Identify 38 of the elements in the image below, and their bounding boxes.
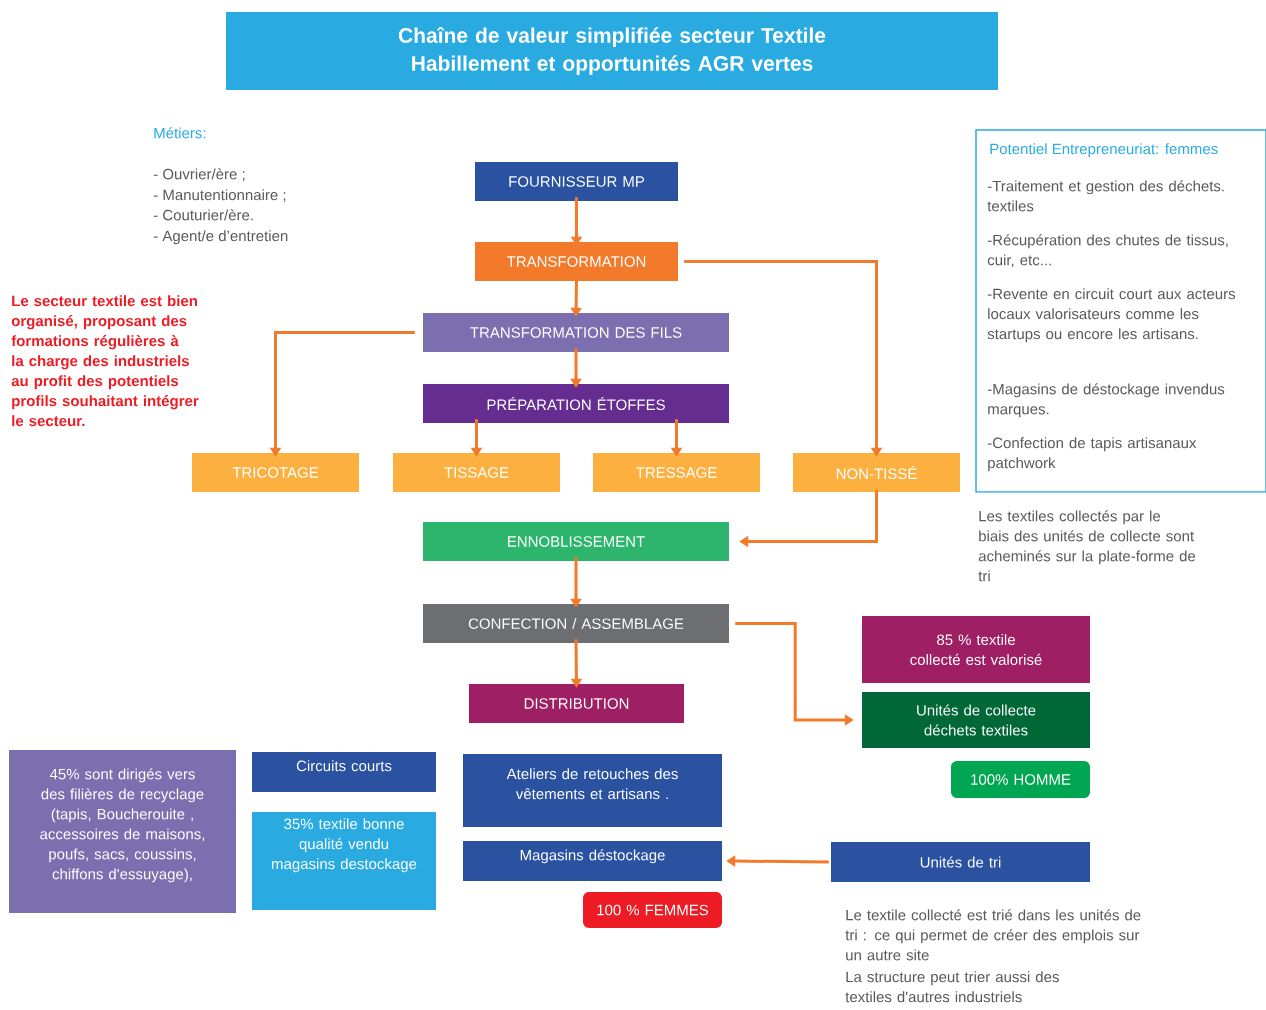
list-item: - Manutentionnaire ; (153, 189, 286, 202)
list-item: -Traitement et gestion des déchets. textiles (987, 180, 1224, 212)
process-box: PRÉPARATION ÉTOFFES (423, 384, 729, 423)
note-text: Les textiles collectés par le biais des unités de collecte sont acheminés sur la plate-forme de tri (978, 510, 1196, 582)
info-box: 45% sont dirigés vers des filières de recyclage (tapis, Boucherouite , accessoires de maisons, poufs, sacs, coussins, chiffons d'essuyage), (9, 750, 236, 913)
panel-heading: Potentiel Entrepreneuriat: femmes (990, 143, 1218, 158)
list-item: -Revente en circuit court aux acteurs locaux valorisateurs comme les startups ou encore les artisans. (987, 288, 1236, 343)
list-item: -Magasins de déstockage invendus marques. (987, 383, 1225, 418)
info-box: Ateliers de retouches des vêtements et artisans . (463, 754, 722, 827)
tag-badge: 100% HOMME (951, 761, 1090, 798)
process-box: TRANSFORMATION (475, 242, 678, 281)
note-text: Le textile collecté est trié dans les unités de tri : ce qui permet de créer des emplois sur un autre site (845, 909, 1141, 961)
note-text: Le secteur textile est bien organisé, proposant des formations régulières à la charge des industriels au profit des potentiels profils souhaitant intégrer le secteur. (11, 295, 199, 427)
heading-text: Métiers: (154, 127, 206, 139)
process-box: TRANSFORMATION DES FILS (423, 313, 729, 352)
info-panel (975, 129, 1266, 493)
info-box: Circuits courts (252, 752, 436, 792)
list-item: -Confection de tapis artisanaux patchwork (987, 437, 1197, 472)
process-box: ENNOBLISSEMENT (423, 522, 729, 561)
note-text: La structure peut trier aussi des textiles d'autres industriels (845, 971, 1059, 1003)
list-item: - Agent/e d’entretien (153, 230, 288, 245)
info-box: Magasins déstockage (463, 841, 722, 881)
process-box: NON-TISSÉ (793, 453, 960, 492)
list-item: -Récupération des chutes de tissus, cuir, etc... (987, 234, 1228, 268)
list-item: - Couturier/ère. (153, 209, 253, 221)
process-box: Unités de collecte déchets textiles (862, 692, 1090, 748)
process-box: TRESSAGE (593, 453, 760, 492)
title-banner: Chaîne de valeur simplifiée secteur Textile Habillement et opportunités AGR vertes (226, 12, 998, 90)
info-box: 35% textile bonne qualité vendu magasins destockage (252, 812, 436, 910)
info-box: 85 % textile collecté est valorisé (862, 616, 1090, 683)
process-box: FOURNISSEUR MP (475, 162, 678, 201)
tag-badge: 100 % FEMMES (583, 892, 722, 928)
list-item: - Ouvrier/ère ; (153, 168, 245, 182)
process-box: CONFECTION / ASSEMBLAGE (423, 604, 729, 643)
process-box: DISTRIBUTION (469, 684, 684, 723)
process-box: Unités de tri (831, 842, 1090, 882)
process-box: TISSAGE (393, 453, 560, 492)
process-box: TRICOTAGE (192, 453, 359, 492)
